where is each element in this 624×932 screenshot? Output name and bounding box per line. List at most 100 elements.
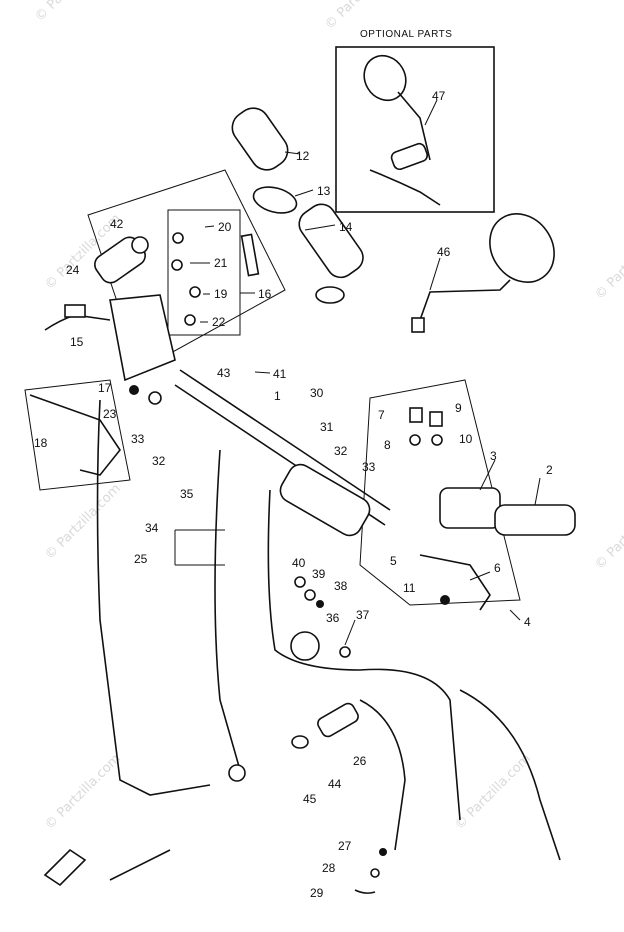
optional-lever [369, 169, 441, 206]
right-grip-assembly [231, 107, 364, 304]
part-label-16: 16 [258, 287, 272, 301]
part-label-27: 27 [338, 839, 352, 853]
part-label-32-right: 32 [334, 444, 348, 458]
part-label-15: 15 [70, 335, 84, 349]
washer-10 [431, 434, 443, 446]
brake-lever-6 [419, 554, 491, 611]
frame-19-22 [167, 209, 241, 336]
part-label-13: 13 [317, 184, 331, 198]
nut-38 [316, 600, 324, 608]
part-label-7: 7 [378, 408, 385, 422]
part-label-37: 37 [356, 608, 370, 622]
nut-23 [129, 385, 139, 395]
part-label-6: 6 [494, 561, 501, 575]
watermark-text: © Partzilla.com [592, 491, 624, 573]
part-label-18: 18 [34, 436, 48, 450]
part-label-10: 10 [459, 432, 473, 446]
cable-lower-end [109, 849, 171, 881]
cable-right [459, 689, 561, 861]
front-arrow-shape [43, 848, 87, 887]
switch-housing-31 [279, 463, 371, 537]
right-lever-assembly [409, 407, 576, 611]
watermark-text: © Partzilla.com [592, 221, 624, 303]
washer-40 [294, 576, 306, 588]
collar-13 [252, 186, 298, 214]
optional-grip [390, 142, 429, 171]
plate-41 [240, 233, 260, 277]
part-label-22: 22 [212, 315, 226, 329]
part-label-9: 9 [455, 401, 462, 415]
watermark-text: © Partzilla.com [42, 751, 124, 833]
cables [96, 399, 561, 894]
watermark-text: © Partzilla.com [322, 0, 404, 33]
part-label-11: 11 [403, 581, 416, 595]
handlebar-upper [179, 369, 391, 511]
part-label-38: 38 [334, 579, 348, 593]
adjuster-26 [317, 702, 359, 738]
mirror-head [489, 213, 555, 283]
bolt-33 [148, 391, 162, 405]
part-label-17: 17 [98, 381, 112, 395]
part-label-47: 47 [432, 89, 446, 103]
part-label-14: 14 [339, 220, 353, 234]
part-label-3: 3 [490, 449, 497, 463]
part-label-45: 45 [303, 792, 317, 806]
nut-11 [440, 595, 450, 605]
watermarks: © Partzilla.com © Partzilla.com © Partzi… [32, 0, 624, 833]
front-arrow-icon [43, 848, 87, 887]
optional-mirror-stay [397, 91, 431, 161]
optional-mirror [363, 54, 407, 102]
leader-lines [174, 99, 541, 646]
bolt-19 [189, 286, 201, 298]
part-label-43: 43 [217, 366, 231, 380]
part-label-30: 30 [310, 386, 324, 400]
part-label-41: 41 [273, 367, 287, 381]
cable-center [267, 489, 461, 821]
washer-8 [409, 434, 421, 446]
clutch-cable-25 [96, 399, 211, 796]
frame-4 [359, 379, 521, 606]
watermark-text: © Partzilla.com [42, 481, 124, 563]
part-27 [379, 848, 387, 856]
part-label-4: 4 [524, 615, 531, 629]
part-label-12: 12 [296, 149, 310, 163]
optional-parts-box: OPTIONAL PARTS [335, 29, 495, 213]
grip-12 [231, 107, 289, 171]
throttle-cable-34 [214, 449, 241, 771]
optional-parts-title: OPTIONAL PARTS [360, 29, 452, 40]
watermark-text: © Partzilla.com [452, 751, 534, 833]
part-label-8: 8 [384, 438, 391, 452]
throttle-grip-14 [298, 203, 364, 279]
part-label-33-right: 33 [362, 460, 376, 474]
clutch-lever-18 [29, 394, 121, 476]
mirror-46 [411, 213, 555, 333]
frame-18 [24, 379, 131, 491]
part-29 [354, 889, 376, 894]
bolt-7 [409, 407, 423, 423]
mirror-bolt [411, 317, 425, 333]
part-label-42: 42 [110, 217, 124, 231]
optional-parts-frame [335, 46, 495, 213]
part-label-19: 19 [214, 287, 228, 301]
master-cylinder-3 [439, 487, 501, 529]
part-44 [291, 735, 309, 749]
part-label-46: 46 [437, 245, 451, 259]
cap-42 [131, 236, 149, 254]
plug-24 [64, 304, 86, 318]
part-label-21: 21 [214, 256, 228, 270]
part-label-32-left: 32 [152, 454, 166, 468]
part-label-26: 26 [353, 754, 367, 768]
part-45 [228, 764, 246, 782]
part-label-36: 36 [326, 611, 340, 625]
part-labels: 1 2 3 4 5 6 7 8 9 10 11 12 13 14 15 16 1… [34, 89, 553, 900]
washer-39 [304, 589, 316, 601]
part-label-39: 39 [312, 567, 326, 581]
bolt-20 [172, 232, 184, 244]
part-label-2: 2 [546, 463, 553, 477]
part-label-20: 20 [218, 220, 232, 234]
part-label-28: 28 [322, 861, 336, 875]
part-label-40: 40 [292, 556, 306, 570]
part-label-44: 44 [328, 777, 342, 791]
nut-22 [184, 314, 196, 326]
